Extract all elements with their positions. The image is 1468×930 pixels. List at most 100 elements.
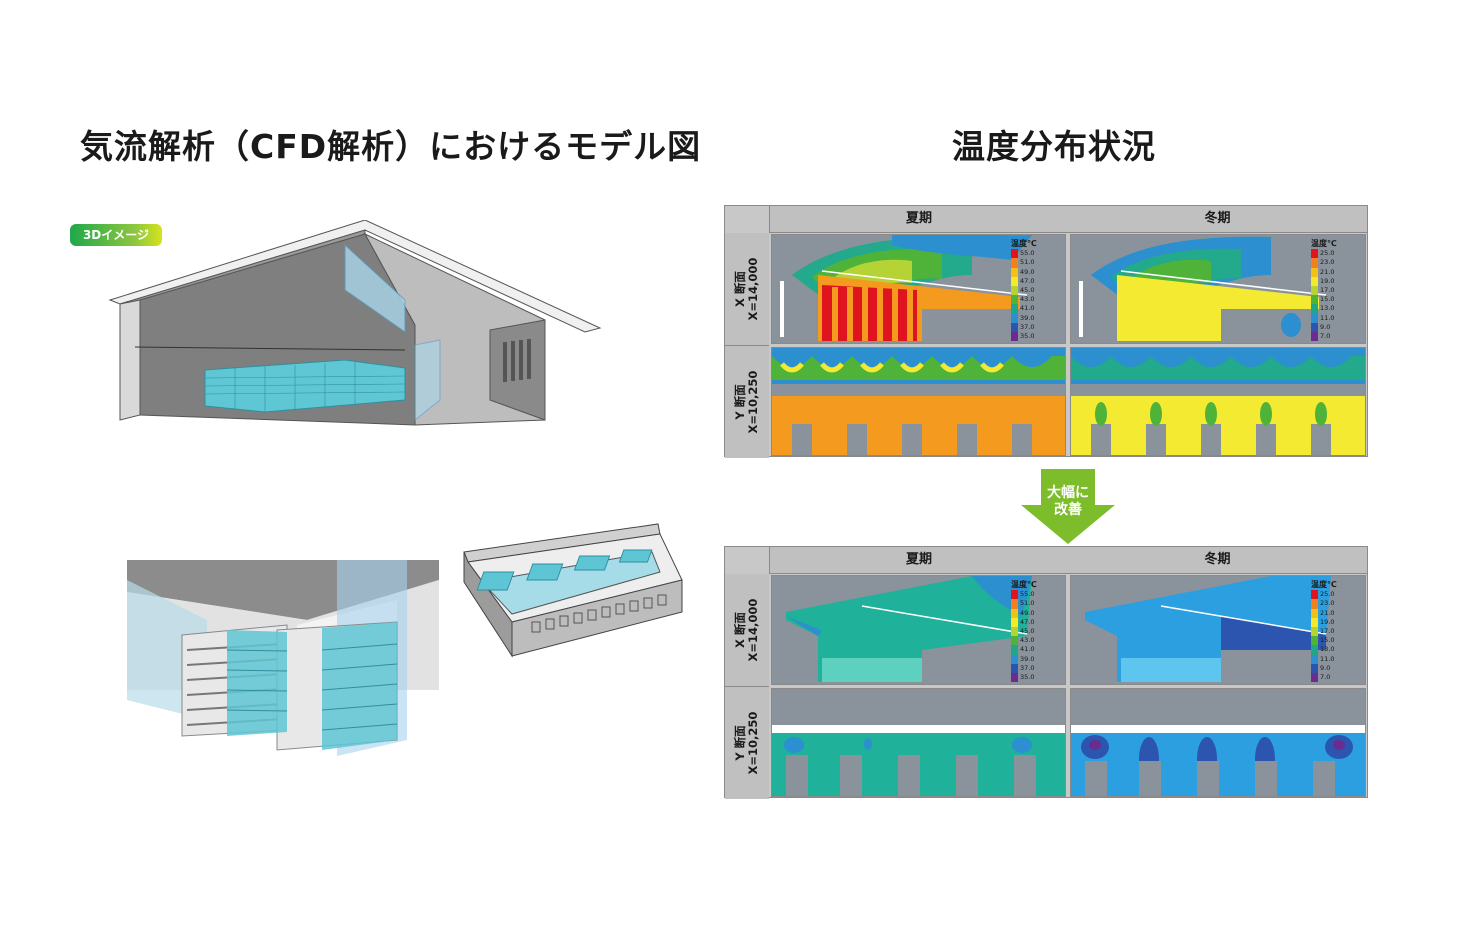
legend-value: 15.0 bbox=[1320, 636, 1335, 645]
legend-swatch bbox=[1011, 626, 1018, 637]
legend-value: 21.0 bbox=[1320, 267, 1335, 276]
cutaway-illustration bbox=[463, 523, 683, 658]
legend-value: 55.0 bbox=[1020, 249, 1035, 258]
legend-value: 7.0 bbox=[1320, 672, 1331, 681]
legend-item: 17.0 bbox=[1311, 285, 1361, 296]
legend-value: 49.0 bbox=[1020, 608, 1035, 617]
legend-item: 25.0 bbox=[1311, 249, 1361, 259]
legend-item: 37.0 bbox=[1011, 322, 1061, 332]
legend-item: 45.0 bbox=[1011, 285, 1061, 296]
legend-value: 39.0 bbox=[1020, 654, 1035, 663]
improvement-arrow: 大幅に 改善 bbox=[1021, 469, 1115, 544]
legend-value: 17.0 bbox=[1320, 626, 1335, 635]
legend-item: 11.0 bbox=[1311, 654, 1361, 664]
legend-swatch bbox=[1011, 663, 1018, 673]
legend-swatch bbox=[1311, 626, 1318, 637]
legend-swatch bbox=[1011, 672, 1018, 683]
3d-image-badge: 3Dイメージ bbox=[70, 224, 162, 246]
summer-y-section-after bbox=[771, 688, 1066, 797]
legend-swatch bbox=[1011, 608, 1018, 618]
legend-item: 15.0 bbox=[1311, 636, 1361, 646]
legend-item: 43.0 bbox=[1011, 295, 1061, 305]
legend-swatch bbox=[1311, 249, 1318, 259]
legend-swatch bbox=[1311, 258, 1318, 268]
legend-item: 7.0 bbox=[1311, 672, 1361, 683]
interior-illustration bbox=[127, 560, 439, 756]
legend-value: 45.0 bbox=[1020, 285, 1035, 294]
legend-swatch bbox=[1311, 313, 1318, 323]
legend-value: 49.0 bbox=[1020, 267, 1035, 276]
legend-item: 51.0 bbox=[1011, 258, 1061, 268]
legend-swatch bbox=[1311, 645, 1318, 655]
legend-value: 25.0 bbox=[1320, 590, 1335, 599]
legend-value: 23.0 bbox=[1320, 599, 1335, 608]
legend-swatch bbox=[1011, 285, 1018, 296]
legend-value: 15.0 bbox=[1320, 295, 1335, 304]
legend-item: 17.0 bbox=[1311, 626, 1361, 637]
legend-item: 9.0 bbox=[1311, 322, 1361, 332]
legend-item: 35.0 bbox=[1011, 672, 1061, 683]
legend-value: 19.0 bbox=[1320, 276, 1335, 285]
arrow-label: 大幅に 改善 bbox=[1047, 485, 1089, 518]
legend-swatch bbox=[1311, 267, 1318, 277]
legend-item: 9.0 bbox=[1311, 663, 1361, 673]
row-label-y: Y 断面 X=10,250 bbox=[725, 346, 769, 458]
legend-swatch bbox=[1311, 599, 1318, 609]
summer-y-section bbox=[771, 347, 1066, 456]
legend-item: 21.0 bbox=[1311, 608, 1361, 618]
header-summer: 夏期 bbox=[769, 547, 1069, 574]
legend-swatch bbox=[1311, 672, 1318, 683]
legend-item: 41.0 bbox=[1011, 645, 1061, 655]
legend-value: 7.0 bbox=[1320, 331, 1331, 340]
legend-item: 25.0 bbox=[1311, 590, 1361, 600]
legend-item: 21.0 bbox=[1311, 267, 1361, 277]
legend-value: 9.0 bbox=[1320, 322, 1331, 331]
legend-value: 17.0 bbox=[1320, 285, 1335, 294]
legend-swatch bbox=[1011, 313, 1018, 323]
legend-swatch bbox=[1311, 331, 1318, 342]
legend-value: 51.0 bbox=[1020, 599, 1035, 608]
legend-value: 25.0 bbox=[1320, 249, 1335, 258]
legend-item: 51.0 bbox=[1011, 599, 1061, 609]
legend-item: 49.0 bbox=[1011, 608, 1061, 618]
row-label-x: X 断面 X=14,000 bbox=[725, 574, 769, 687]
legend-value: 37.0 bbox=[1020, 322, 1035, 331]
legend-swatch bbox=[1311, 304, 1318, 314]
legend-value: 21.0 bbox=[1320, 608, 1335, 617]
legend-value: 13.0 bbox=[1320, 304, 1335, 313]
legend-item: 15.0 bbox=[1311, 295, 1361, 305]
legend-value: 41.0 bbox=[1020, 645, 1035, 654]
legend-value: 47.0 bbox=[1020, 276, 1035, 285]
legend-value: 41.0 bbox=[1020, 304, 1035, 313]
legend-item: 23.0 bbox=[1311, 258, 1361, 268]
row-label-x: X 断面 X=14,000 bbox=[725, 233, 769, 346]
legend-swatch bbox=[1311, 636, 1318, 646]
row-label-y: Y 断面 X=10,250 bbox=[725, 687, 769, 799]
legend-value: 39.0 bbox=[1020, 313, 1035, 322]
winter-y-section bbox=[1070, 347, 1366, 456]
legend-value: 51.0 bbox=[1020, 258, 1035, 267]
legend-swatch bbox=[1011, 304, 1018, 314]
legend-swatch bbox=[1311, 654, 1318, 664]
legend-value: 47.0 bbox=[1020, 617, 1035, 626]
legend-item: 13.0 bbox=[1311, 645, 1361, 655]
legend-swatch bbox=[1011, 322, 1018, 332]
legend-swatch bbox=[1011, 249, 1018, 259]
legend-swatch bbox=[1011, 267, 1018, 277]
legend-swatch bbox=[1311, 276, 1318, 286]
legend-swatch bbox=[1011, 276, 1018, 286]
legend-value: 35.0 bbox=[1020, 331, 1035, 340]
legend-value: 37.0 bbox=[1020, 663, 1035, 672]
temperature-title: 温度分布状況 bbox=[952, 127, 1156, 166]
legend-value: 43.0 bbox=[1020, 295, 1035, 304]
legend-swatch bbox=[1011, 636, 1018, 646]
legend-swatch bbox=[1011, 645, 1018, 655]
